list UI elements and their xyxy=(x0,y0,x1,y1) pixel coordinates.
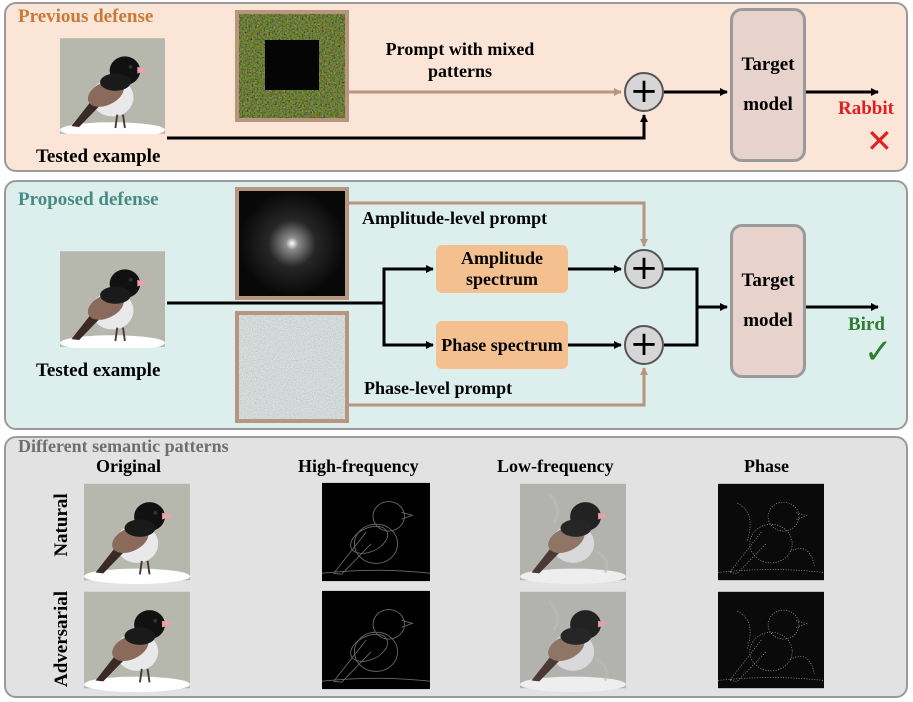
mixed-prompt-label: Prompt with mixed patterns xyxy=(385,39,535,81)
previous-tested-image xyxy=(60,38,165,134)
natural-phase-image xyxy=(718,483,824,581)
phase-prompt-label: Phase-level prompt xyxy=(364,378,513,398)
phase-add-operator: + xyxy=(624,325,664,365)
previous-output-label: Rabbit xyxy=(838,98,894,119)
correct-check-icon: ✓ xyxy=(864,332,893,372)
semantic-patterns-title: Different semantic patterns xyxy=(18,436,229,456)
column-original-label: Original xyxy=(96,456,162,476)
proposed-tested-image xyxy=(60,250,165,348)
column-low-frequency-label: Low-frequency xyxy=(497,456,614,476)
adversarial-low-frequency-image xyxy=(520,590,626,693)
amplitude-add-operator: + xyxy=(624,249,664,289)
row-adversarial-label: Adversarial xyxy=(51,590,72,688)
amplitude-prompt-image xyxy=(235,187,349,300)
column-high-frequency-label: High-frequency xyxy=(298,456,419,476)
amplitude-spectrum-box: Amplitude spectrum xyxy=(436,245,568,293)
previous-defense-title: Previous defense xyxy=(18,6,154,27)
phase-prompt-image xyxy=(235,311,349,423)
proposed-defense-title: Proposed defense xyxy=(18,189,159,210)
natural-high-frequency-image xyxy=(322,482,430,582)
wrong-cross-icon: ✕ xyxy=(866,122,893,160)
previous-add-operator: + xyxy=(624,72,664,112)
row-natural-label: Natural xyxy=(51,493,72,557)
natural-original-image xyxy=(84,482,190,585)
adversarial-high-frequency-image xyxy=(322,590,430,690)
column-phase-label: Phase xyxy=(744,456,789,476)
phase-spectrum-box: Phase spectrum xyxy=(436,321,568,369)
adversarial-original-image xyxy=(84,590,190,693)
previous-target-model: Target model xyxy=(730,8,806,162)
amplitude-prompt-label: Amplitude-level prompt xyxy=(362,208,548,228)
adversarial-phase-image xyxy=(718,591,824,689)
proposed-target-model: Target model xyxy=(730,224,806,378)
natural-low-frequency-image xyxy=(520,482,626,585)
proposed-tested-example-label: Tested example xyxy=(36,360,161,381)
mixed-prompt-image xyxy=(235,10,349,122)
proposed-output-label: Bird xyxy=(848,314,885,335)
previous-tested-example-label: Tested example xyxy=(36,146,161,167)
